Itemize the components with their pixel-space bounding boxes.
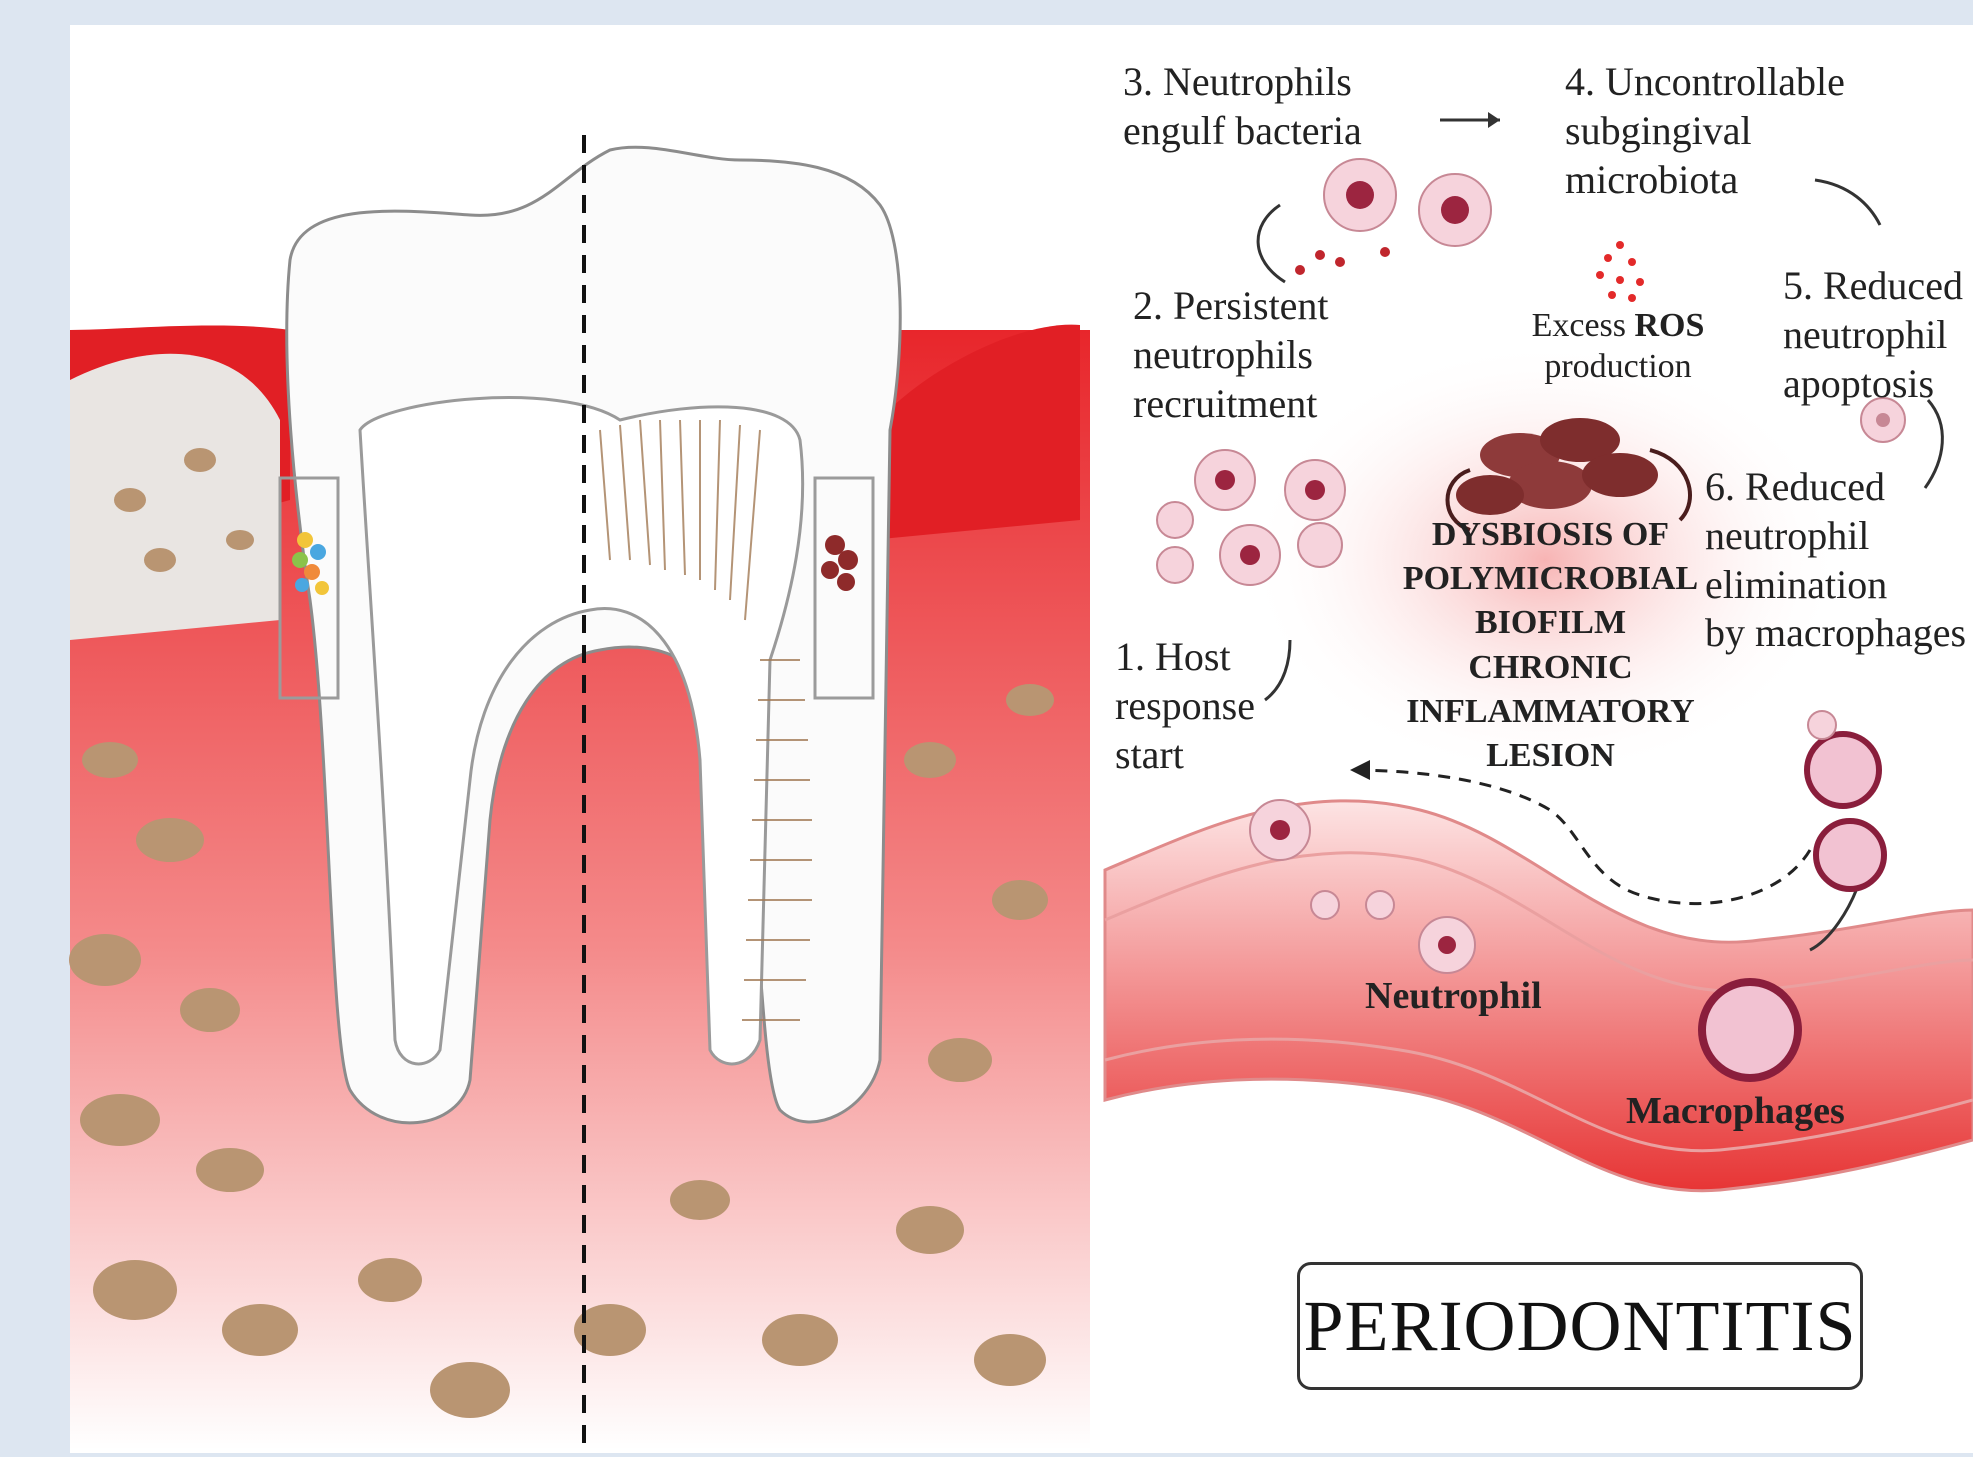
step-4-label: 4. Uncontrollable subgingival microbiota	[1565, 58, 1845, 204]
tooth-illustration	[69, 135, 1090, 1453]
neutrophil-label: Neutrophil	[1365, 973, 1542, 1019]
dysbiosis-lesion-label: DYSBIOSIS OF POLYMICROBIAL BIOFILM CHRON…	[1378, 513, 1723, 778]
alveolar-bone-left	[70, 354, 280, 640]
macrophages-label: Macrophages	[1626, 1088, 1845, 1134]
step-5-label: 5. Reduced neutrophil apoptosis	[1783, 262, 1963, 408]
step-2-label: 2. Persistent neutrophils recruitment	[1133, 282, 1329, 428]
vessel-macrophage	[1702, 982, 1798, 1078]
step-1-label: 1. Host response start	[1115, 633, 1255, 779]
step-6-label: 6. Reduced neutrophil elimination by mac…	[1705, 463, 1966, 658]
periodontitis-title: PERIODONTITIS	[1297, 1262, 1863, 1390]
step-3-label: 3. Neutrophils engulf bacteria	[1123, 58, 1362, 156]
